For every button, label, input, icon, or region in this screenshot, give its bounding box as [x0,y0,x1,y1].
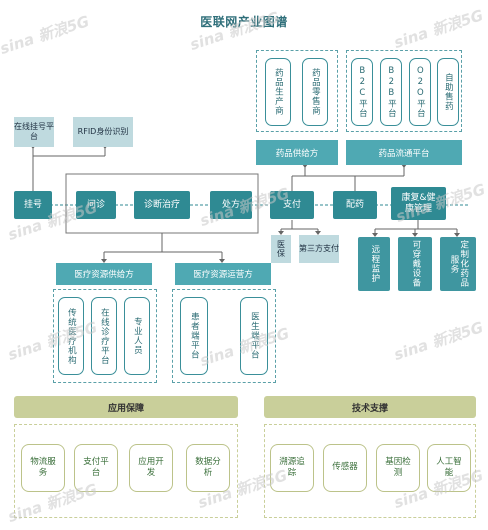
technical-support-frame [264,424,476,518]
drug-supply-label: 药品供给方 [256,140,338,165]
data-analysis: 数据分析 [186,444,230,492]
o2o-platform: O2O平台 [409,58,431,126]
professional-staff: 专业人员 [124,297,150,375]
drug-retailer: 药品零售商 [302,58,328,126]
self-service-drug-sales: 自助售药 [437,58,459,126]
traditional-medical-institutions: 传统医疗机构 [58,297,84,375]
gene-testing: 基因检测 [376,444,420,492]
prescription-step: 处方 [210,191,252,219]
wearable-devices: 可穿戴设备 [398,237,432,291]
b2b-platform: B2B平台 [380,58,402,126]
medical-operation-label: 医疗资源运营方 [175,263,271,285]
medical-operation-frame [172,289,276,383]
third-party-payment: 第三方支付 [299,235,339,263]
technical-support-label: 技术支撑 [264,396,476,418]
app-development: 应用开发 [129,444,173,492]
online-registration-platform: 在线挂号平台 [14,117,54,147]
b2c-platform: B2C平台 [351,58,373,126]
application-support-label: 应用保障 [14,396,238,418]
payment-step: 支付 [270,191,314,219]
rfid-identification: RFID身份识别 [73,117,133,147]
medical-supply-frame [53,289,157,383]
sensor: 传感器 [323,444,367,492]
page-title: 医联网产业图谱 [200,15,288,29]
diagnosis-treatment-step: 诊断治疗 [134,191,190,219]
traceability-tracking: 溯源追踪 [270,444,314,492]
drug-manufacturer: 药品生产商 [265,58,291,126]
online-diagnosis-platform: 在线诊疗平台 [91,297,117,375]
customized-drug-service: 定制化药品服务 [440,237,476,291]
logistics-service: 物流服务 [21,444,65,492]
artificial-intelligence: 人工智能 [427,444,471,492]
registration-step: 挂号 [14,191,52,219]
application-support-frame [14,424,238,518]
medical-insurance: 医保 [271,235,291,263]
consultation-step: 问诊 [76,191,116,219]
medical-supply-label: 医疗资源供给方 [56,263,152,285]
dispensing-step: 配药 [333,191,377,219]
drug-circulation-frame [346,50,462,132]
remote-monitoring: 远程监护 [358,237,390,291]
payment-platform: 支付平台 [74,444,118,492]
doctor-platform: 医生端平台 [240,297,268,375]
patient-platform: 患者端平台 [180,297,208,375]
drug-circulation-label: 药品流通平台 [346,140,462,165]
rehab-health-management-step: 康复&健康管理 [391,187,446,220]
drug-supply-frame [256,50,338,132]
